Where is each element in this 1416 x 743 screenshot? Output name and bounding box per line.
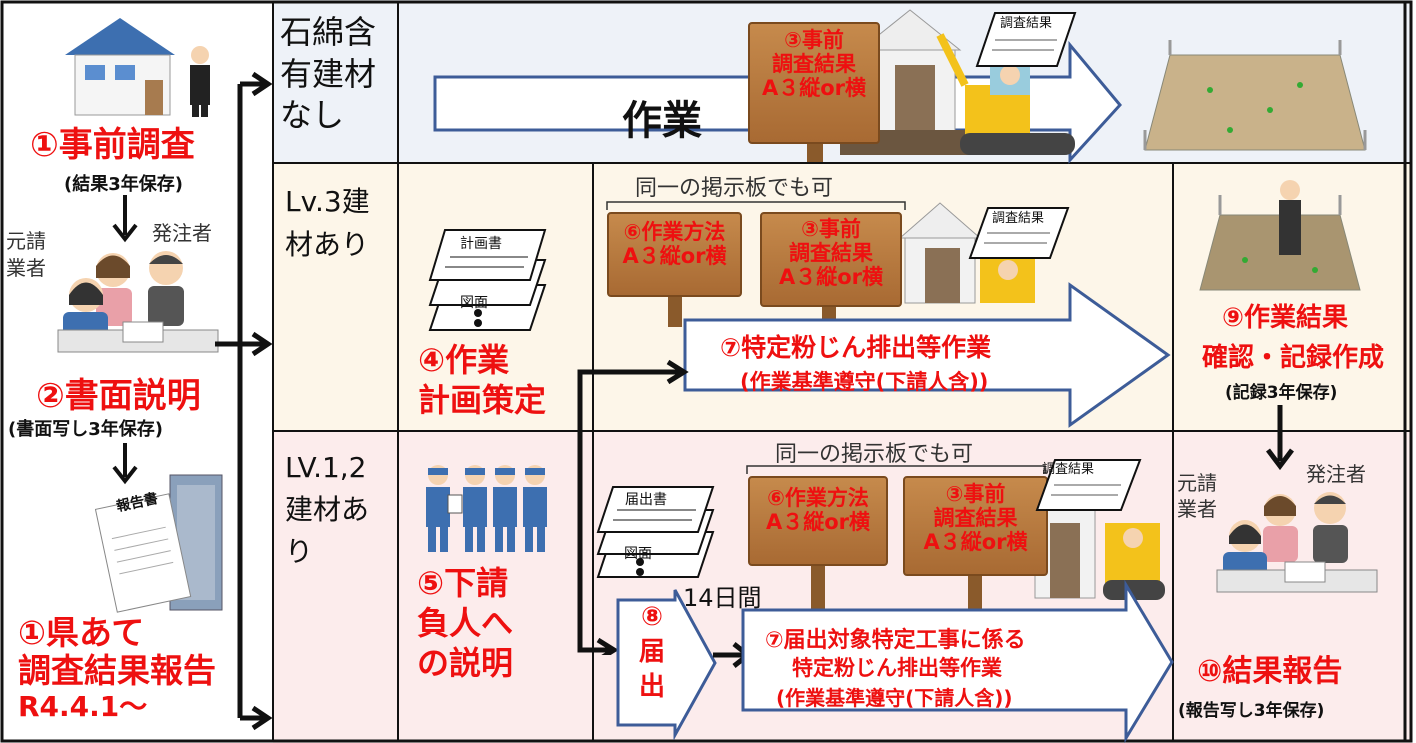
bot-work-line2: 特定粉じん排出等作業 — [792, 656, 1002, 680]
top-survey-sign: ③事前 調査結果 A３縦or横 — [748, 22, 880, 144]
mid-demolition-icon — [898, 202, 1035, 304]
arrow-down-1 — [112, 195, 138, 243]
inspection-lot-icon — [1199, 180, 1361, 291]
step1-report-date: R4.4.1～ — [18, 690, 148, 723]
mid-result-board — [968, 207, 1070, 259]
plan-documents-icon — [428, 229, 547, 331]
step2-explain-note: (書面写し3年保存) — [8, 419, 163, 440]
mid-result-board-title: 調査結果 — [992, 211, 1045, 226]
bot-client-label: 発注者 — [1306, 462, 1366, 486]
mid-sign-post-1 — [668, 297, 682, 327]
report-document-icon — [95, 474, 223, 613]
branch-arrows — [215, 71, 273, 731]
top-demolition-icon — [840, 9, 1075, 155]
meeting-icon — [57, 251, 219, 353]
step8-notice: ⑧ 届 出 — [639, 602, 666, 703]
plan-doc-label: 計画書 — [460, 236, 502, 252]
mid-survey-sign: ③事前 調査結果 A３縦or横 — [760, 212, 902, 307]
step9-line2: 確認・記録作成 — [1202, 343, 1385, 373]
notice-days-label: 14日間 — [683, 584, 762, 612]
row-label-none: 石綿含 有建材 なし — [280, 13, 377, 135]
bot-work-arrow — [741, 580, 1174, 743]
bot-method-sign: ⑥作業方法 A３縦or横 — [748, 476, 888, 566]
connector-arrows — [577, 359, 689, 655]
drawing-doc-label-bot: 図面 — [624, 546, 652, 562]
step1-report-line1: ①県あて — [18, 613, 145, 652]
mid-bracket — [606, 201, 906, 210]
mid-work-line1: ⑦特定粉じん排出等作業 — [720, 333, 992, 362]
step1-survey-title: ①事前調査 — [30, 125, 195, 165]
step10-report: ⑩結果報告 — [1197, 654, 1343, 689]
step2-explain-title: ②書面説明 — [36, 376, 201, 416]
row-label-level12: LV.1,2 建材あ り — [285, 451, 370, 568]
house-icon — [65, 18, 210, 117]
mid-work-line2: (作業基準遵守(下請人含)) — [740, 370, 989, 394]
bot-result-board-title: 調査結果 — [1042, 462, 1095, 477]
bot-bracket — [746, 465, 1046, 474]
bot-result-board — [1035, 459, 1142, 511]
drawing-doc-label-mid: 図面 — [460, 295, 488, 311]
notice-documents-icon — [596, 486, 715, 578]
bot-survey-sign: ③事前 調査結果 A３縦or横 — [903, 476, 1048, 576]
bot-same-board-note: 同一の掲示板でも可 — [775, 442, 974, 467]
top-sign-post — [807, 144, 823, 162]
top-work-label: 作業 — [622, 98, 702, 144]
workers-icon — [426, 465, 547, 552]
mid-work-arrow — [683, 282, 1171, 428]
bot-contractor-label: 元請 業者 — [1177, 471, 1217, 521]
row-label-level3: Lv.3建 材あり — [285, 185, 370, 262]
notice-arrow — [616, 589, 717, 740]
bot-sign-post-1 — [811, 566, 825, 616]
client-label: 発注者 — [152, 221, 212, 245]
step5-explain-subcontractor: ⑤下請 負人へ の説明 — [417, 564, 514, 682]
arrow-down-2 — [112, 443, 138, 485]
contractor-label: 元請 業者 — [6, 229, 46, 280]
bot-work-line3: (作業基準遵守(下請人含)) — [776, 686, 1013, 710]
vacant-lot-icon — [1143, 40, 1367, 151]
step4-plan: ④作業 計画策定 — [418, 341, 547, 419]
mid-method-sign: ⑥作業方法 A３縦or横 — [607, 212, 742, 297]
step1-report-line2: 調査結果報告 — [18, 651, 216, 690]
notice-doc-label: 届出書 — [625, 492, 667, 508]
mid-same-board-note: 同一の掲示板でも可 — [635, 176, 834, 201]
step9-note: (記録3年保存) — [1225, 383, 1338, 403]
step1-survey-note: (結果3年保存) — [64, 174, 183, 195]
top-result-board-title: 調査結果 — [1000, 16, 1053, 31]
arrow-down-step9 — [1266, 405, 1294, 471]
top-result-board — [975, 12, 1077, 67]
bot-work-line1: ⑦届出対象特定工事に係る — [765, 628, 1026, 653]
bot-sign-post-2 — [968, 576, 982, 616]
step10-note: (報告写し3年保存) — [1178, 701, 1325, 721]
bot-meeting-icon — [1216, 492, 1378, 593]
step9-line1: ⑨作業結果 — [1222, 303, 1349, 333]
